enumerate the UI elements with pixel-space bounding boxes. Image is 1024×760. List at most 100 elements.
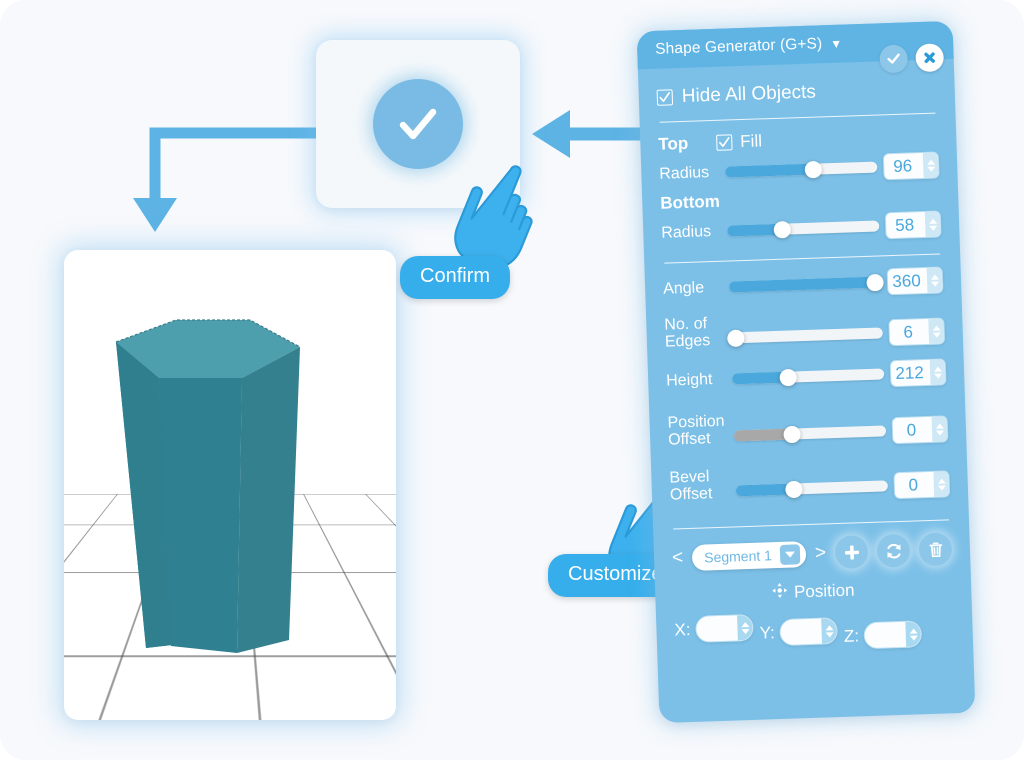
bevel-offset-spinner[interactable]: 0 — [893, 470, 951, 500]
position-y-value[interactable] — [781, 631, 822, 632]
slider-knob[interactable] — [726, 329, 745, 347]
spinner-down-icon[interactable] — [926, 166, 935, 172]
position-offset-value[interactable]: 0 — [906, 419, 917, 440]
height-value[interactable]: 212 — [895, 362, 925, 383]
spinner-up-icon[interactable] — [930, 274, 939, 280]
position-offset-label: Position Offset — [667, 412, 732, 448]
angle-spinner[interactable]: 360 — [886, 266, 944, 296]
edges-slider[interactable] — [726, 327, 883, 347]
spinner-up-icon[interactable] — [740, 621, 749, 627]
angle-label: Angle — [662, 279, 705, 298]
spinner-down-icon[interactable] — [930, 281, 939, 287]
delete-segment-button[interactable] — [918, 532, 953, 567]
bottom-radius-spinner[interactable]: 58 — [884, 210, 942, 240]
position-y-group: Y: — [759, 617, 839, 647]
bevel-offset-label: Bevel Offset — [669, 467, 734, 503]
angle-slider[interactable] — [728, 273, 884, 293]
spinner-down-icon[interactable] — [741, 628, 750, 634]
slider-knob[interactable] — [866, 273, 884, 291]
slider-knob[interactable] — [779, 368, 798, 386]
spinner-down-icon[interactable] — [933, 373, 942, 379]
position-title: Position — [793, 580, 855, 602]
position-offset-slider[interactable] — [733, 425, 887, 443]
refresh-icon — [886, 543, 901, 558]
spinner-down-icon[interactable] — [932, 332, 941, 338]
fill-checkbox-row[interactable]: Fill — [715, 131, 762, 153]
slider-knob[interactable] — [784, 480, 803, 498]
edges-spinner[interactable]: 6 — [888, 317, 946, 347]
checkbox-checked-icon[interactable] — [656, 89, 674, 106]
spinner-up-icon[interactable] — [926, 159, 935, 165]
confirm-preview-card[interactable] — [316, 40, 520, 208]
bottom-group-title: Bottom — [660, 191, 721, 213]
spinner-up-icon[interactable] — [932, 325, 941, 331]
spinner-up-icon[interactable] — [928, 218, 937, 224]
spinner-down-icon[interactable] — [825, 631, 834, 637]
spinner-arrows[interactable] — [924, 211, 941, 237]
spinner-arrows[interactable] — [929, 359, 946, 385]
spinner-arrows[interactable] — [931, 416, 948, 442]
position-y-label: Y: — [759, 622, 776, 643]
slider-knob[interactable] — [783, 425, 801, 443]
spinner-arrows[interactable] — [737, 614, 753, 641]
confirm-check-button[interactable] — [879, 44, 909, 74]
position-x-group: X: — [674, 613, 754, 644]
spinner-up-icon[interactable] — [909, 627, 918, 634]
top-radius-value[interactable]: 96 — [892, 155, 913, 176]
spinner-down-icon[interactable] — [935, 429, 944, 436]
close-button[interactable] — [915, 43, 945, 73]
position-z-value[interactable] — [865, 634, 906, 635]
spinner-down-icon[interactable] — [937, 484, 946, 491]
bevel-offset-label-line1: Bevel — [669, 467, 710, 487]
spinner-up-icon[interactable] — [937, 477, 946, 484]
slider-knob[interactable] — [773, 220, 791, 238]
hide-all-objects-row[interactable]: Hide All Objects — [656, 78, 937, 109]
height-slider[interactable] — [732, 368, 885, 386]
duplicate-segment-button[interactable] — [876, 533, 911, 568]
segment-next-button[interactable]: > — [814, 541, 827, 564]
angle-value[interactable]: 360 — [892, 270, 922, 291]
spinner-up-icon[interactable] — [825, 624, 834, 631]
move-icon — [771, 583, 788, 603]
spinner-down-icon[interactable] — [909, 634, 918, 641]
add-segment-button[interactable] — [834, 535, 869, 570]
window-buttons — [879, 43, 945, 74]
bottom-radius-value[interactable]: 58 — [894, 214, 915, 235]
height-spinner[interactable]: 212 — [889, 358, 947, 388]
top-group-header: Top Fill — [658, 125, 939, 154]
edges-value[interactable]: 6 — [903, 321, 914, 342]
position-header: Position — [673, 577, 954, 606]
position-z-input[interactable] — [863, 620, 923, 650]
position-x-input[interactable] — [695, 613, 754, 643]
spinner-arrows[interactable] — [926, 267, 943, 293]
edges-label: No. of Edges — [664, 314, 729, 350]
divider — [673, 519, 949, 530]
bottom-radius-slider[interactable] — [727, 220, 880, 238]
top-radius-spinner[interactable]: 96 — [882, 151, 940, 181]
position-y-input[interactable] — [779, 617, 839, 647]
spinner-down-icon[interactable] — [928, 225, 937, 231]
spinner-arrows[interactable] — [933, 471, 950, 497]
hand-pointer-icon — [454, 165, 533, 270]
slider-knob[interactable] — [804, 160, 823, 178]
spinner-arrows[interactable] — [905, 621, 922, 647]
spinner-arrows[interactable] — [821, 618, 838, 644]
segment-prev-button[interactable]: < — [671, 546, 684, 569]
3d-shape-viewport[interactable] — [64, 250, 396, 720]
spinner-up-icon[interactable] — [933, 366, 942, 372]
position-offset-spinner[interactable]: 0 — [891, 415, 949, 445]
spinner-arrows[interactable] — [922, 152, 939, 178]
spinner-up-icon[interactable] — [935, 422, 944, 429]
bevel-offset-value[interactable]: 0 — [908, 474, 919, 495]
chevron-down-icon[interactable] — [779, 543, 801, 565]
position-z-group: Z: — [844, 620, 923, 650]
segment-dropdown[interactable]: Segment 1 — [691, 540, 807, 571]
spinner-arrows[interactable] — [928, 318, 945, 344]
angle-row: Angle 360 — [663, 266, 944, 302]
position-z-label: Z: — [843, 625, 860, 646]
checkbox-checked-icon[interactable] — [715, 134, 733, 151]
position-x-value[interactable] — [697, 628, 738, 629]
bevel-offset-slider[interactable] — [735, 480, 889, 498]
chevron-down-icon[interactable]: ▼ — [830, 36, 843, 52]
top-radius-slider[interactable] — [725, 160, 878, 178]
